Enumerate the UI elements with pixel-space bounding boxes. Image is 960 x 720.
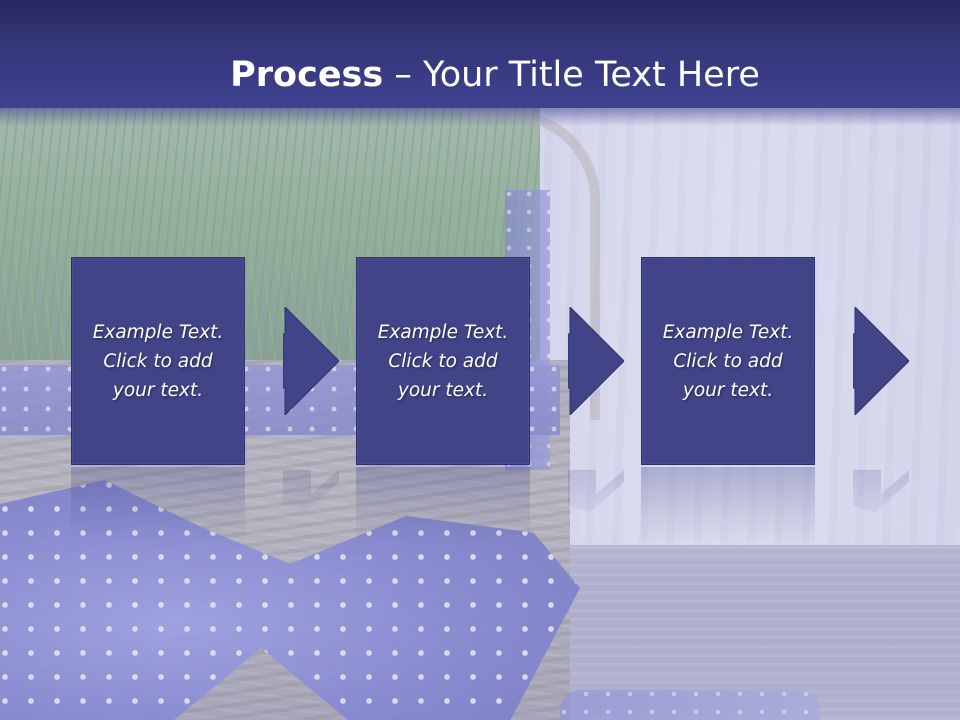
slide-title[interactable]: Process – Your Title Text Here (0, 52, 960, 98)
title-bar-fade (0, 108, 960, 126)
step-1-reflection (71, 467, 245, 547)
process-step-1[interactable]: Example Text. Click to add your text. (71, 257, 245, 465)
slide-title-strong: Process (230, 55, 384, 95)
process-step-2[interactable]: Example Text. Click to add your text. (356, 257, 530, 465)
step-3-reflection (641, 467, 815, 547)
step-2-reflection (356, 467, 530, 547)
arrow-2-icon (568, 307, 624, 415)
arrow-3-icon (853, 307, 909, 415)
process-step-1-text: Example Text. Click to add your text. (92, 321, 224, 401)
arrow-1-icon (283, 307, 339, 415)
slide-title-rest: – Your Title Text Here (383, 55, 760, 95)
title-bar (0, 0, 960, 108)
process-step-3[interactable]: Example Text. Click to add your text. (641, 257, 815, 465)
process-step-3-text: Example Text. Click to add your text. (662, 321, 794, 401)
process-step-2-text: Example Text. Click to add your text. (377, 321, 509, 401)
background-ribbon-loose (560, 690, 820, 720)
